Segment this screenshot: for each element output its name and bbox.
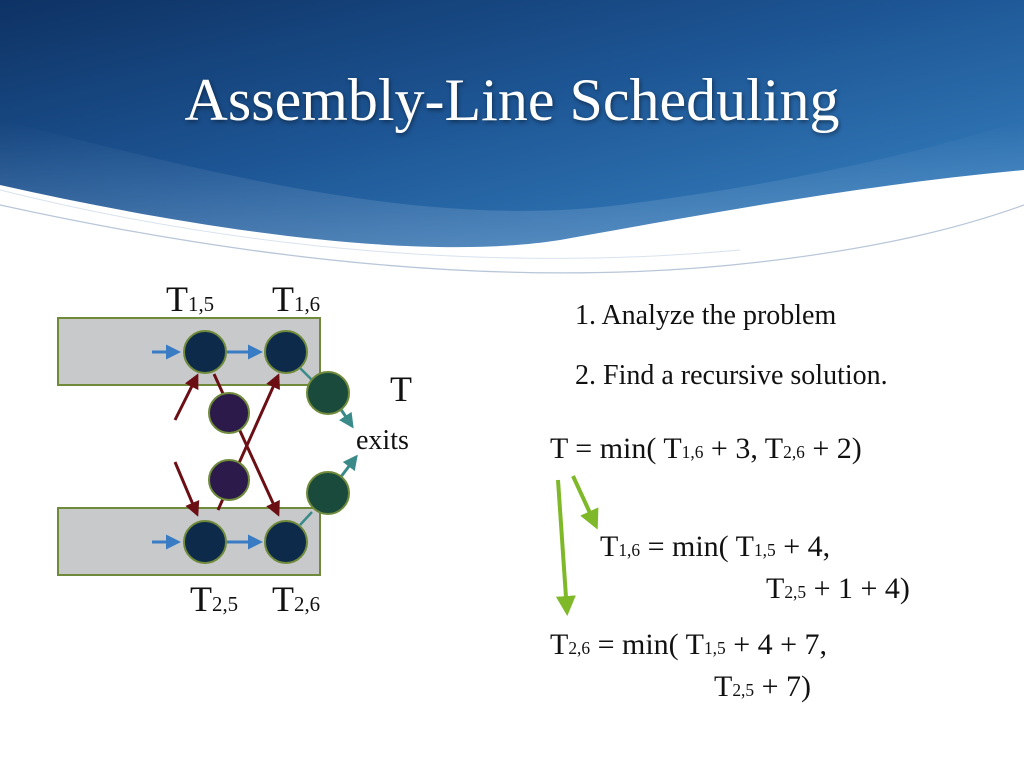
label-exits: exits bbox=[356, 425, 409, 456]
equation-t26-line1: T2,6 = min( T1,5 + 4 + 7, bbox=[550, 628, 828, 661]
exit-arrow-top bbox=[338, 407, 354, 429]
header-swoosh bbox=[0, 120, 1024, 248]
slide-title: Assembly-Line Scheduling bbox=[184, 67, 840, 133]
transfer-arrow-up-left bbox=[173, 373, 199, 421]
recursion-arrow-to-t26 bbox=[555, 479, 576, 616]
recursion-arrow-to-t16 bbox=[571, 475, 599, 530]
transfer-node-bottom bbox=[208, 459, 250, 501]
station-2-5 bbox=[183, 520, 227, 564]
equation-t: T = min( T1,6 + 3, T2,6 + 2) bbox=[550, 432, 862, 465]
equation-t16-line2: T2,5 + 1 + 4) bbox=[766, 572, 910, 605]
header-thin-curve bbox=[0, 204, 1024, 274]
label-t25: T2,5 bbox=[190, 579, 239, 619]
label-t26: T2,6 bbox=[272, 579, 321, 619]
equation-t16-line1: T1,6 = min( T1,5 + 4, bbox=[600, 530, 831, 563]
transfer-node-top bbox=[208, 392, 250, 434]
exit-link-top bbox=[299, 367, 313, 381]
label-t-exit: T bbox=[390, 369, 412, 409]
equation-t26-line2: T2,5 + 7) bbox=[714, 670, 811, 703]
exit-node-bottom bbox=[306, 471, 350, 515]
step-1: 1. Analyze the problem bbox=[575, 300, 837, 331]
exit-node-top bbox=[306, 371, 350, 415]
station-2-6 bbox=[264, 520, 308, 564]
station-1-5 bbox=[183, 330, 227, 374]
step-2: 2. Find a recursive solution. bbox=[575, 360, 888, 391]
label-t15: T1,5 bbox=[166, 279, 215, 319]
header-thin-curve-2 bbox=[0, 189, 741, 259]
transfer-arrow-down-left bbox=[173, 461, 200, 517]
exit-link-bottom bbox=[299, 511, 313, 526]
station-1-6 bbox=[264, 330, 308, 374]
exit-arrow-bottom bbox=[338, 454, 358, 479]
label-t16: T1,6 bbox=[272, 279, 321, 319]
